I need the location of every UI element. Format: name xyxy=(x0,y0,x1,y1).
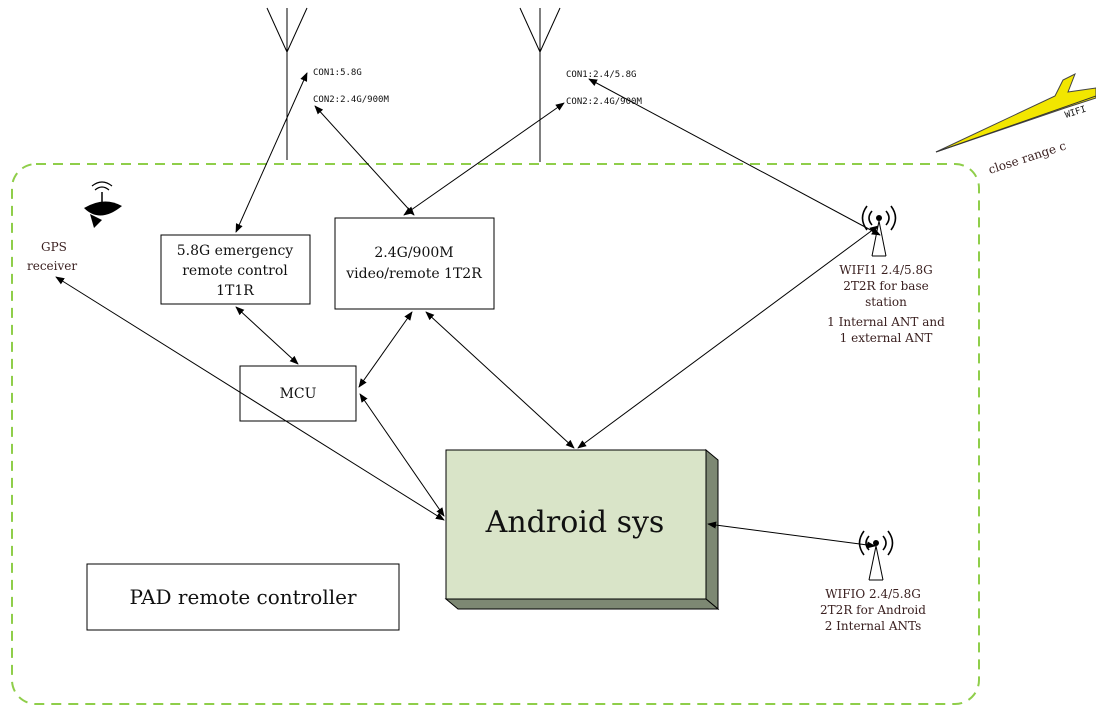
wifi0-line2: 2T2R for Android xyxy=(820,603,926,617)
arrow-rcon1-wifi1 xyxy=(588,78,881,236)
arrow-video-mcu xyxy=(358,311,413,388)
arrow-con2-video xyxy=(314,105,415,216)
android-sys-box xyxy=(444,448,720,611)
antenna-right xyxy=(519,7,561,162)
antenna-left-con1: CON1:5.8G xyxy=(313,68,362,78)
wifi0-line3: 2 Internal ANTs xyxy=(825,619,922,633)
mcu-label: MCU xyxy=(280,386,317,402)
wifi0-line1: WIFIO 2.4/5.8G xyxy=(825,587,921,601)
video-line1: 2.4G/900M xyxy=(374,245,453,261)
gps-label-line2: receiver xyxy=(27,259,77,273)
arrow-wifi1-android xyxy=(577,225,879,449)
wifi1-line5: 1 external ANT xyxy=(840,331,933,345)
wifi1-line3: station xyxy=(865,295,907,309)
arrow-con1-emergency xyxy=(235,72,308,233)
antenna-right-con1: CON1:2.4/5.8G xyxy=(566,70,636,80)
wifi1-line2: 2T2R for base xyxy=(843,279,928,293)
emergency-line1: 5.8G emergency xyxy=(177,243,294,259)
antenna-left-con2: CON2:2.4G/900M xyxy=(313,95,389,105)
android-sys-label: Android sys xyxy=(485,505,665,540)
antenna-left xyxy=(266,7,308,160)
wifi1-antenna-icon xyxy=(861,205,897,257)
connector-arrows xyxy=(55,72,881,549)
arrow-mcu-android xyxy=(359,393,445,517)
wifi-beam-label2: close range c xyxy=(987,138,1068,176)
arrow-video-android xyxy=(425,311,575,449)
arrow-android-wifi0 xyxy=(707,521,876,549)
emergency-line2: remote control xyxy=(182,263,288,279)
wifi1-line4: 1 Internal ANT and xyxy=(827,315,945,329)
emergency-line3: 1T1R xyxy=(216,283,254,299)
pad-remote-label: PAD remote controller xyxy=(129,585,356,609)
video-line2: video/remote 1T2R xyxy=(345,266,482,282)
wifi-beam xyxy=(935,72,1096,153)
wifi1-line1: WIFI1 2.4/5.8G xyxy=(839,263,932,277)
pad-remote-box xyxy=(86,563,400,631)
arrow-emergency-mcu xyxy=(235,306,299,365)
video-remote-box xyxy=(334,217,495,310)
arrow-gps-android xyxy=(55,276,445,521)
wifi0-antenna-icon xyxy=(858,530,894,581)
gps-label-line1: GPS xyxy=(41,240,67,254)
satellite-dish-icon xyxy=(84,181,122,228)
arrow-rcon2-video xyxy=(403,102,565,216)
